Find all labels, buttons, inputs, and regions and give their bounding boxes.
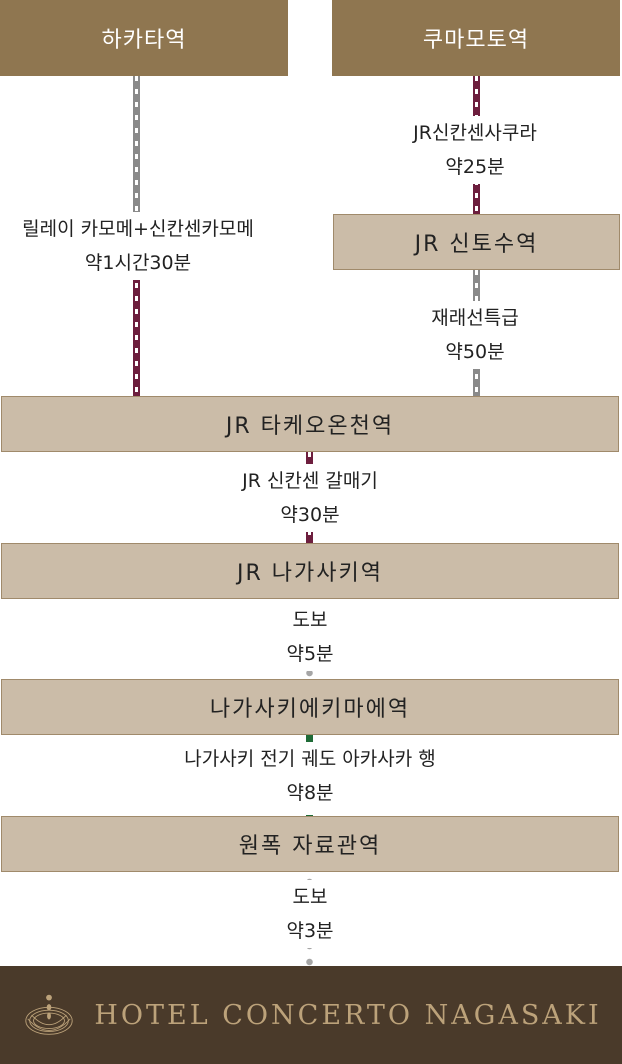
nagasaki-ekimae-station-box: 나가사키에키마에역 (1, 679, 619, 735)
museum-station-label: 원폭 자료관역 (238, 834, 382, 859)
museum-station-box: 원폭 자료관역 (1, 816, 619, 872)
takeo-route-line: JR 신칸센 갈매기 (238, 464, 382, 498)
walk2-mode: 도보 (288, 880, 332, 914)
takeo-onsen-station-box: JR 타케오온천역 (1, 396, 619, 452)
tram-route-label: 나가사키 전기 궤도 아카사카 행 약8분 (140, 742, 480, 810)
hakata-route-line: 릴레이 카모메+신칸센카모메 (0, 212, 276, 246)
walk2-time: 약3분 (282, 914, 338, 948)
takeo-onsen-station-label: JR 타케오온천역 (225, 414, 395, 439)
kumamoto-route-line: JR신칸센사쿠라 (409, 116, 541, 150)
hotel-logo-icon (25, 994, 73, 1035)
hakata-route-label: 릴레이 카모메+신칸센카모메 약1시간30분 (0, 212, 276, 280)
shintosu-route-line: 재래선특급 (427, 301, 523, 335)
walk1-mode: 도보 (288, 603, 332, 637)
shintosu-route-label: 재래선특급 약50분 (400, 301, 550, 369)
hakata-station-box: 하카타역 (0, 0, 288, 76)
kumamoto-station-label: 쿠마모토역 (422, 28, 530, 53)
tram-route-time: 약8분 (282, 776, 338, 810)
tram-route-line: 나가사키 전기 궤도 아카사카 행 (180, 742, 440, 776)
shintosu-route-time: 약50분 (441, 335, 509, 369)
hotel-footer: HOTEL CONCERTO NAGASAKI (0, 966, 622, 1064)
kumamoto-route-label: JR신칸센사쿠라 약25분 (380, 116, 570, 184)
takeo-route-time: 약30분 (276, 498, 344, 532)
walk1-time: 약5분 (282, 637, 338, 671)
nagasaki-station-box: JR 나가사키역 (1, 543, 619, 599)
shintosu-station-label: JR 신토수역 (414, 232, 539, 257)
takeo-route-label: JR 신칸센 갈매기 약30분 (180, 464, 440, 532)
hotel-name: HOTEL CONCERTO NAGASAKI (94, 999, 602, 1031)
kumamoto-station-box: 쿠마모토역 (332, 0, 620, 76)
nagasaki-station-label: JR 나가사키역 (237, 561, 383, 586)
hakata-route-time: 약1시간30분 (80, 246, 196, 280)
walk2-label: 도보 약3분 (240, 880, 380, 948)
nagasaki-ekimae-station-label: 나가사키에키마에역 (209, 697, 411, 722)
kumamoto-route-time: 약25분 (441, 150, 509, 184)
hakata-station-label: 하카타역 (101, 28, 187, 53)
walk1-label: 도보 약5분 (240, 603, 380, 671)
hakata-line-gray (133, 76, 140, 218)
shintosu-station-box: JR 신토수역 (333, 214, 620, 270)
hakata-line-maroon (133, 218, 140, 396)
